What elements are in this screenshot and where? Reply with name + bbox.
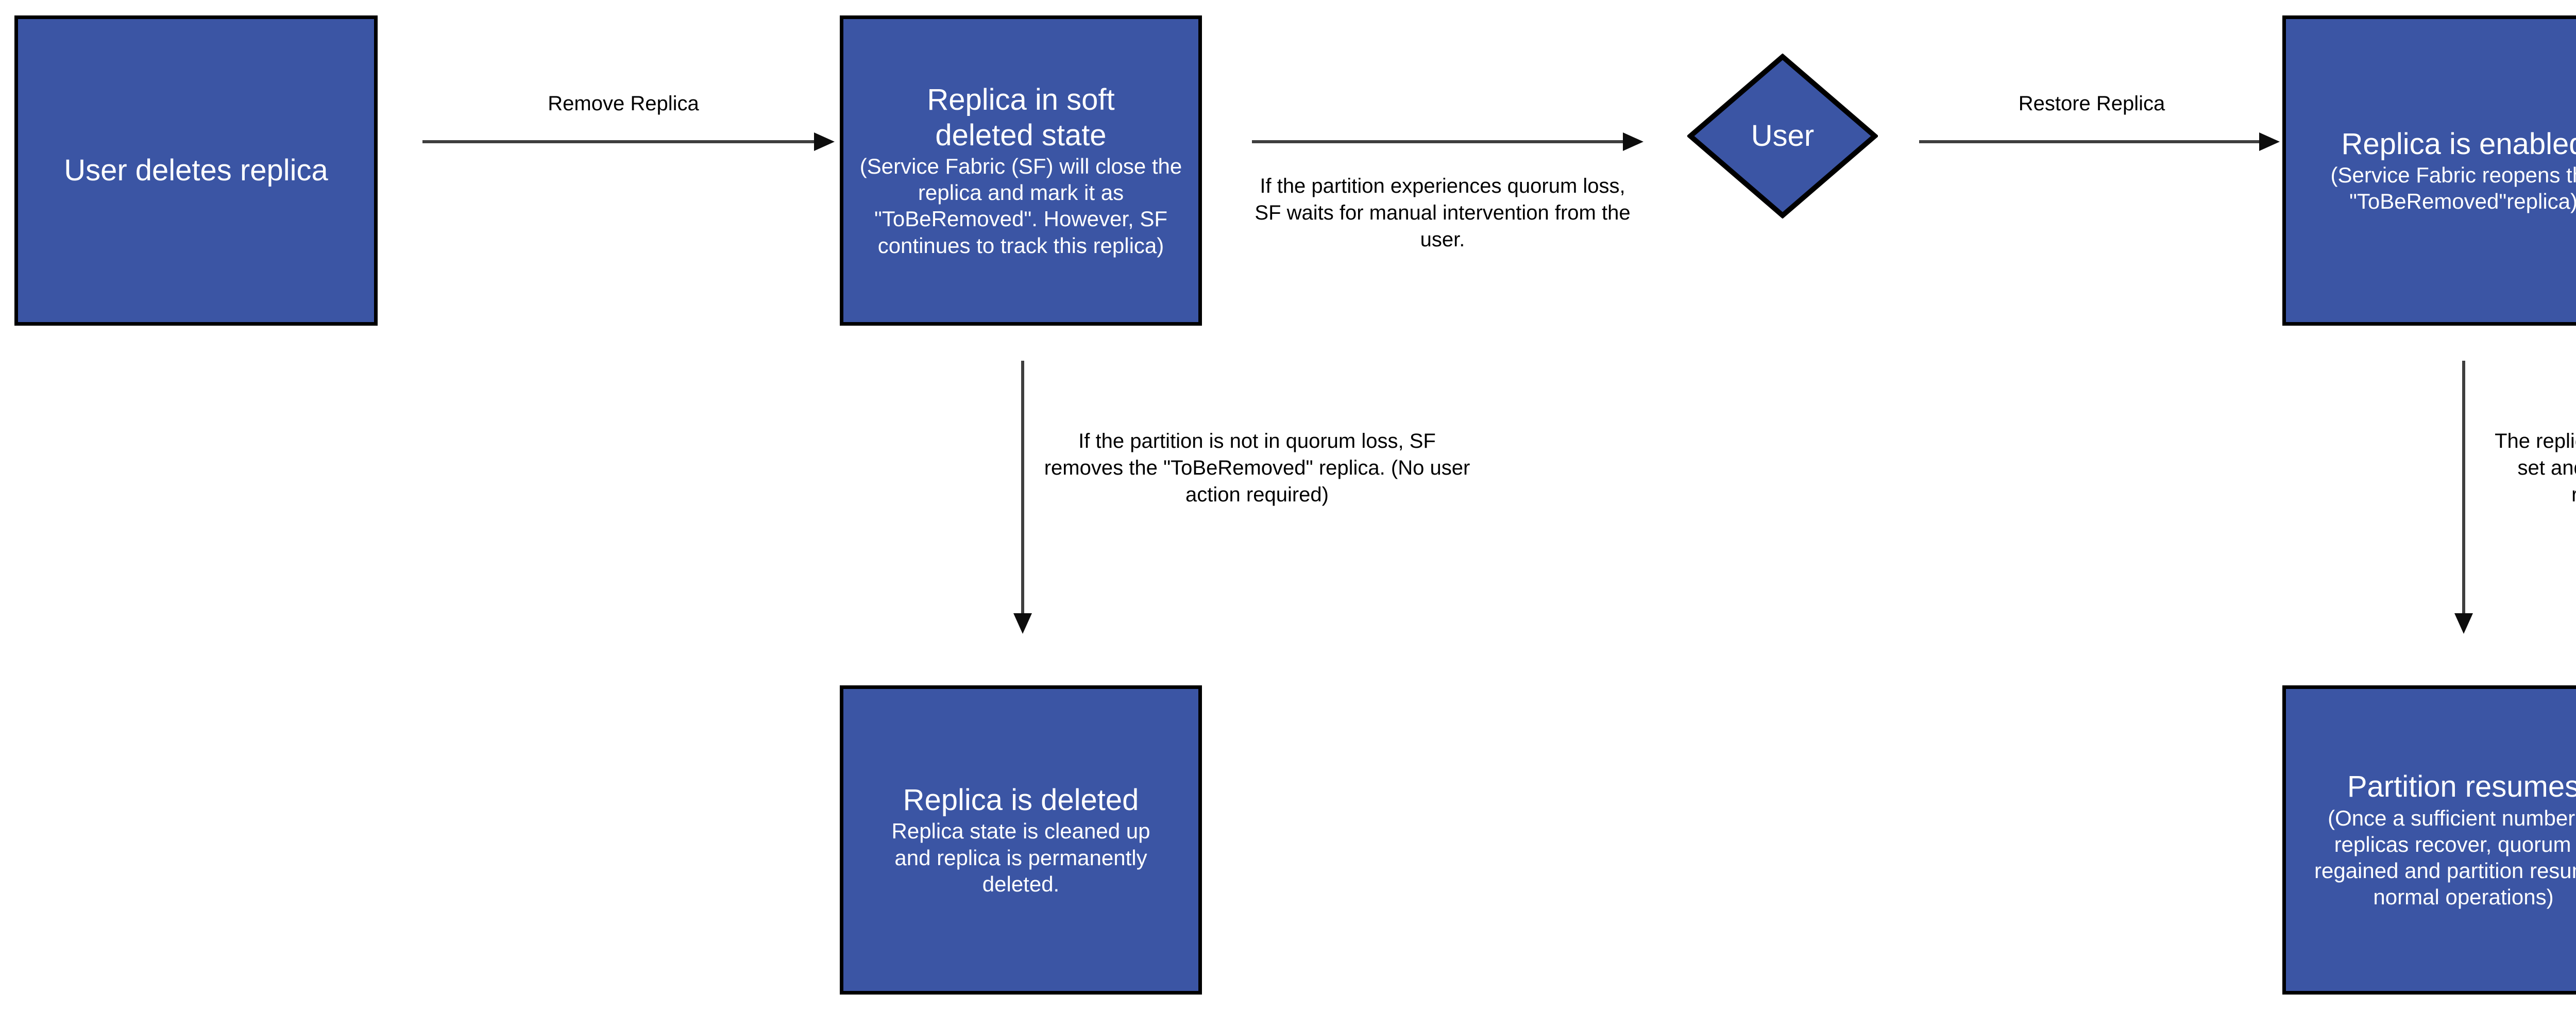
node-replica-enabled[interactable]: Replica is enabled (Service Fabric reope… (2282, 15, 2576, 326)
connector-replica-rejoins (2453, 361, 2474, 634)
node-title: Replica in soft deleted state (927, 83, 1115, 152)
node-title: Partition resumes (2347, 770, 2576, 804)
edge-label-restore-replica: Restore Replica (2018, 92, 2165, 115)
diamond-shape (1687, 54, 1878, 218)
edge-label-remove-replica: Remove Replica (548, 92, 699, 115)
node-subtitle: (Service Fabric reopens the "ToBeRemoved… (2330, 162, 2576, 214)
node-subtitle: (Service Fabric (SF) will close the repl… (859, 154, 1182, 258)
node-partition-resumes[interactable]: Partition resumes (Once a sufficient num… (2282, 685, 2576, 995)
node-title: Replica is enabled (2341, 127, 2576, 161)
node-replica-soft-deleted[interactable]: Replica in soft deleted state (Service F… (840, 15, 1202, 326)
node-subtitle: Replica state is cleaned up and replica … (891, 819, 1150, 896)
connector-remove-replica (422, 131, 835, 152)
edge-label-quorum-loss-wait: If the partition experiences quorum loss… (1255, 175, 1631, 251)
connector-quorum-loss-wait (1252, 131, 1643, 152)
edge-label-replica-rejoins: The replica rejoins replica set and catc… (2495, 430, 2576, 506)
node-subtitle: (Once a sufficient number of replicas re… (2314, 805, 2576, 910)
node-user[interactable]: User (1687, 54, 1878, 218)
node-user-deletes-replica[interactable]: User deletes replica (14, 15, 378, 326)
node-title: Replica is deleted (903, 783, 1139, 817)
node-title: User (1751, 119, 1815, 153)
node-title: User deletes replica (64, 153, 328, 187)
edge-label-no-quorum-loss-cleanup: If the partition is not in quorum loss, … (1044, 430, 1470, 506)
node-replica-deleted[interactable]: Replica is deleted Replica state is clea… (840, 685, 1202, 995)
connector-restore-replica (1919, 131, 2280, 152)
connector-no-quorum-loss-cleanup (1012, 361, 1033, 634)
